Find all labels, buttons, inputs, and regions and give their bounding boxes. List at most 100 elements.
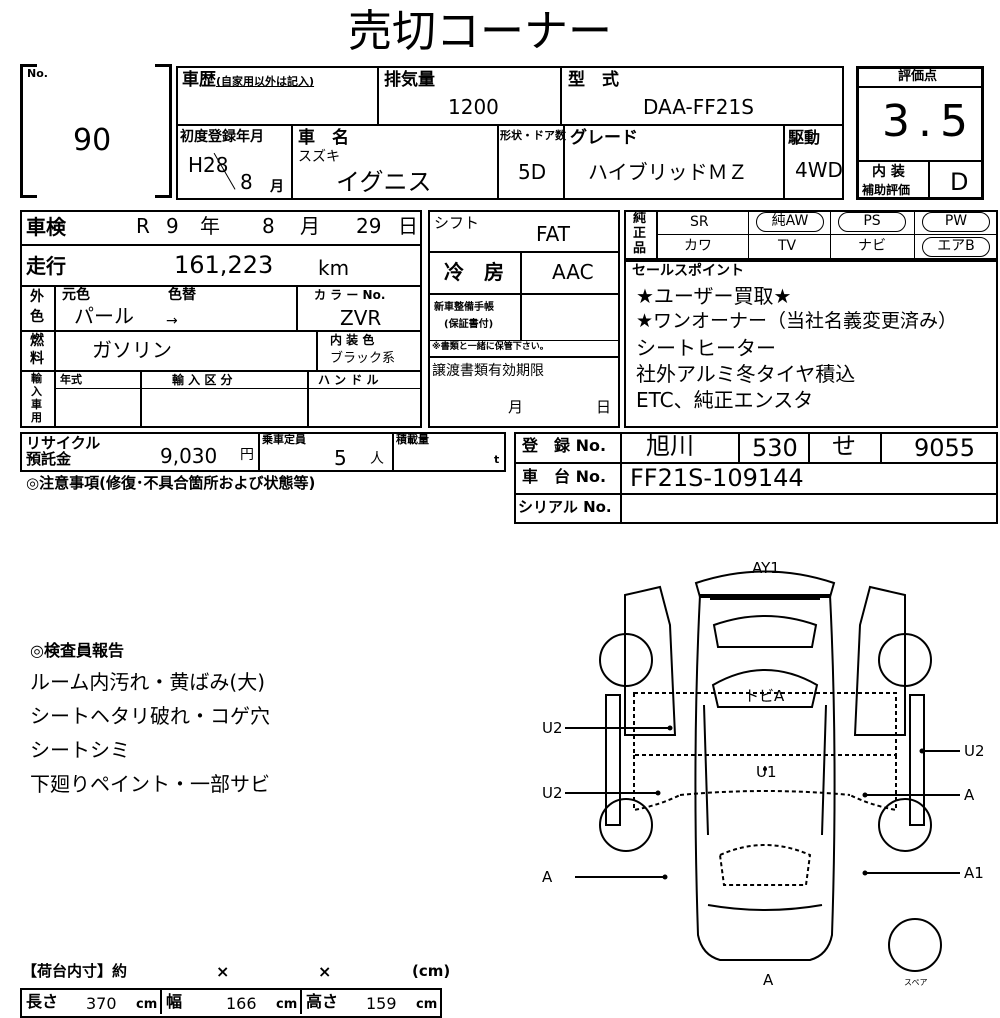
lot-label: No. (27, 67, 48, 80)
sales-point-5: ETC、純正エンスタ (636, 388, 814, 412)
doors-label: 形状・ドア数 (500, 129, 566, 142)
inspection-day-unit: 日 (398, 214, 418, 238)
label-spare: スペア (904, 978, 927, 987)
inspection-year-unit: 年 (200, 214, 220, 238)
registration-area: 旭川 (646, 432, 694, 460)
history-label: 車歴(自家用以外は記入) (182, 70, 315, 90)
sales-point-1: ★ユーザー買取★ (636, 284, 792, 308)
displacement-label: 排気量 (384, 70, 435, 90)
car-name-value: イグニス (336, 168, 432, 196)
lot-box: No. 90 (20, 64, 172, 198)
recycle-value: 9,030 (160, 444, 218, 468)
fuel-label-1: 燃 (30, 333, 44, 349)
wheel-front-right (878, 798, 932, 852)
transfer-docs-label: 譲渡書類有効期限 (432, 363, 544, 379)
score-box (856, 66, 984, 200)
sunroof-panel (711, 669, 819, 708)
first-reg-month: 8 (240, 170, 253, 194)
interior-color-label: 内 装 色 (330, 333, 375, 347)
inspection-month: 8 (262, 214, 275, 238)
manual-label-2: (保証書付) (444, 319, 494, 330)
registration-number: 9055 (914, 434, 976, 462)
cargo-width-label: 幅 (166, 992, 183, 1011)
manual-note: ※書類と一緒に保管下さい。 (432, 342, 549, 352)
inspector-line-2: シートヘタリ破れ・コゲ穴 (30, 704, 270, 728)
orig-color-value: パール (74, 304, 134, 328)
wheel-rear-left (599, 633, 653, 687)
interior-color-value: ブラック系 (330, 351, 396, 366)
inspector-label: ◎検査員報告 (30, 641, 124, 660)
sales-points-label: セールスポイント (632, 263, 744, 279)
fuel-value: ガソリン (92, 338, 172, 362)
manual-label-1: 新車整備手帳 (434, 302, 494, 313)
mileage-label: 走行 (26, 254, 66, 278)
option-tv: TV (778, 238, 797, 254)
label-a1-right: A1 (964, 864, 984, 882)
option-pw: PW (922, 212, 990, 232)
recycle-label-1: リサイクル (26, 434, 101, 452)
options-label-3: 品 (633, 241, 647, 256)
cargo-label: 【荷台内寸】約 (22, 962, 128, 980)
shift-value: FAT (536, 222, 571, 246)
color-change-label: 色替 (168, 287, 196, 303)
mileage-value: 161,223 (174, 251, 274, 279)
score-label: 評価点 (898, 69, 938, 84)
aircon-label: 冷 房 (444, 260, 504, 284)
options-label-1: 純 (633, 211, 647, 226)
option-sr: SR (690, 214, 709, 230)
displacement-value: 1200 (448, 95, 499, 119)
wheel-rear-right (878, 633, 932, 687)
cargo-x2: × (318, 962, 332, 981)
capacity-value: 5 (334, 446, 347, 470)
label-tobi: トビA (744, 687, 785, 705)
import-label-2: 入 (31, 385, 42, 398)
mileage-unit: km (318, 256, 350, 280)
notes-label: ◎注意事項(修復･不具合箇所および状態等) (26, 474, 316, 492)
interior-aux-label: 補助評価 (862, 183, 911, 197)
right-door-outline (853, 585, 906, 736)
cargo-length: 370 (86, 994, 117, 1013)
interior-label: 内 装 (872, 164, 905, 180)
grade-label: グレード (570, 128, 638, 148)
load-unit: t (494, 453, 500, 466)
cargo-width: 166 (226, 994, 257, 1013)
first-reg-label: 初度登録年月 (180, 129, 264, 145)
page-title: 売切コーナー (348, 6, 612, 57)
options-grid (624, 210, 998, 260)
import-handle-label: ハ ン ド ル (318, 373, 379, 387)
label-a-left: A (542, 868, 553, 886)
interior-score: D (950, 168, 969, 196)
grade-value: ハイブリッドＭＺ (588, 160, 748, 184)
first-reg-month-unit: 月 (270, 179, 284, 195)
inspection-day: 29 (356, 214, 382, 238)
capacity-label: 乗車定員 (262, 433, 306, 446)
option-ps: PS (838, 212, 906, 232)
transfer-docs-month-unit: 月 (508, 398, 524, 416)
inspection-year: 9 (166, 214, 179, 238)
spare-tire (888, 918, 942, 972)
color-code-value: ZVR (340, 306, 382, 330)
cargo-unit-header: (cm) (412, 962, 451, 980)
car-damage-diagram: AY1 トビA U1 U2 U2 U2 A A A1 A スペア (542, 559, 985, 989)
color-arrow: → (166, 313, 178, 329)
recycle-grid (20, 432, 506, 472)
inspector-line-4: 下廻りペイント・一部サビ (30, 772, 270, 796)
inspection-month-unit: 月 (300, 214, 320, 238)
label-u1: U1 (756, 763, 777, 781)
cargo-height: 159 (366, 994, 397, 1013)
option-kawa: カワ (684, 238, 712, 254)
car-body-outline (694, 594, 836, 961)
drive-value: 4WD (795, 158, 843, 182)
score-value: 3.5 (882, 96, 976, 147)
color-label-1: 外 (30, 289, 44, 305)
label-a-bottom: A (763, 971, 774, 989)
first-reg-year: H28 (188, 153, 229, 177)
import-type-label: 輸 入 区 分 (172, 373, 233, 387)
label-u2-left-1: U2 (542, 719, 563, 737)
inspector-line-1: ルーム内汚れ・黄ばみ(大) (30, 670, 266, 694)
drive-label: 駆動 (788, 128, 821, 147)
inspection-label: 車検 (26, 215, 66, 239)
registration-class: 530 (752, 434, 798, 462)
label-u2-left-2: U2 (542, 784, 563, 802)
sales-point-3: シートヒーター (636, 336, 776, 360)
